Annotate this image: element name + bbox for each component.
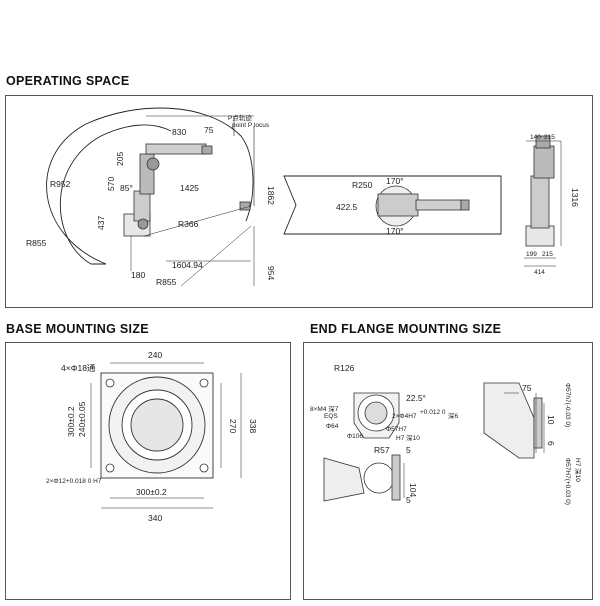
dim-5b: 5 [406, 495, 411, 505]
dim-300-vertical: 300±0.2 [66, 406, 76, 437]
dim-phi57h7-hole: Φ57H7(+0.03 0) [564, 458, 571, 505]
dim-830: 830 [172, 127, 186, 137]
top-view-envelope [283, 175, 502, 235]
base-mounting-drawing: 4×Φ18通 240 300±0.2 240±0.05 270 338 2×Φ1… [46, 350, 258, 523]
dim-r57: R57 [374, 445, 390, 455]
dim-22-5-deg: 22.5° [406, 393, 426, 403]
dim-phi64: Φ64 [326, 423, 339, 430]
end-flange-panel: R126 22.5° 8×M4 深7 EQS Φ64 2×Φ4H7 +0.012… [303, 342, 593, 600]
side-view-dimlines [130, 205, 255, 287]
operating-space-panel: 830 75 P点轨迹 point P locus 205 570 1425 1… [5, 95, 593, 308]
dim-1604: 1604.94 [172, 260, 203, 270]
dim-85deg: 85° [120, 183, 133, 193]
end-flange-drawing: R126 22.5° 8×M4 深7 EQS Φ64 2×Φ4H7 +0.012… [310, 363, 583, 505]
dim-340: 340 [148, 513, 162, 523]
dim-1425: 1425 [180, 183, 199, 193]
dim-2xphi4h7: 2×Φ4H7 [392, 413, 417, 420]
dim-6: 6 [546, 441, 556, 446]
dim-8xm4: 8×M4 深7 [310, 404, 339, 413]
front-view-dimlines [524, 140, 562, 267]
dim-215-bottom: 215 [542, 251, 553, 258]
base-plate [100, 372, 214, 479]
dim-r250: R250 [352, 180, 373, 190]
dim-300-horizontal: 300±0.2 [136, 487, 167, 497]
base-mounting-holes [105, 378, 209, 473]
dim-pins: 2×Φ12+0.018 0 H7 [46, 478, 102, 485]
dim-180: 180 [131, 270, 145, 280]
dim-954: 954 [266, 266, 276, 280]
dim-199: 199 [526, 251, 537, 258]
dim-r855-bottom: R855 [156, 277, 177, 287]
robot-arm-top [375, 185, 470, 227]
dim-240-top: 240 [148, 350, 162, 360]
dim-1316: 1316 [570, 188, 580, 207]
flange-bottom-view [323, 454, 401, 502]
label-p-point: P点轨迹 [228, 113, 252, 122]
flange-dimlines [403, 392, 545, 498]
section-title-base-mounting: BASE MOUNTING SIZE [6, 322, 149, 336]
dim-75: 75 [204, 125, 214, 135]
dim-r366: R366 [178, 219, 199, 229]
dim-r126: R126 [334, 363, 355, 373]
section-title-operating-space: OPERATING SPACE [6, 74, 130, 88]
dim-1862: 1862 [266, 186, 276, 205]
dim-phi57h7-shaft: Φ57h7(-0.03 0) [564, 383, 571, 427]
front-view-robot [525, 135, 555, 247]
dim-tolerance: +0.012 0 [420, 409, 446, 416]
label-eqs: EQS [324, 413, 338, 420]
dim-170-top: 170° [386, 176, 404, 186]
dim-205: 205 [115, 152, 125, 166]
dim-570: 570 [106, 177, 116, 191]
dim-phi57h7: Φ57H7 [386, 426, 407, 433]
base-mounting-panel: 4×Φ18通 240 300±0.2 240±0.05 270 338 2×Φ1… [5, 342, 291, 600]
dim-338: 338 [248, 419, 258, 433]
dim-170-bottom: 170° [386, 226, 404, 236]
dim-437: 437 [96, 216, 106, 230]
label-deep6: 深6 [448, 411, 459, 420]
side-view-envelope [46, 107, 255, 265]
flange-front-view [353, 392, 400, 439]
dim-240-vertical: 240±0.05 [77, 401, 87, 437]
dim-414: 414 [534, 269, 545, 276]
robot-arm-side [123, 143, 251, 237]
dim-r855-left: R855 [26, 238, 47, 248]
dim-75: 75 [522, 383, 532, 393]
flange-side-view [483, 382, 543, 459]
dim-215-top: 215 [544, 134, 555, 141]
dim-r952: R952 [50, 179, 71, 189]
dim-270: 270 [228, 419, 238, 433]
dim-140: 140 [530, 134, 541, 141]
operating-space-drawing: 830 75 P点轨迹 point P locus 205 570 1425 1… [26, 107, 580, 287]
dim-10: 10 [546, 415, 556, 425]
dim-422: 422.5 [336, 202, 358, 212]
label-h7-deep10-b: H7 深10 [574, 458, 583, 482]
dim-4xphi18: 4×Φ18通 [61, 363, 96, 373]
label-h7-deep10: H7 深10 [396, 433, 420, 442]
label-p-locus: point P locus [232, 122, 270, 129]
section-title-end-flange: END FLANGE MOUNTING SIZE [310, 322, 502, 336]
base-dimlines [90, 362, 242, 509]
dim-phi106: Φ106 [347, 433, 363, 440]
dim-5a: 5 [406, 445, 411, 455]
dim-104: 104 [408, 483, 418, 497]
